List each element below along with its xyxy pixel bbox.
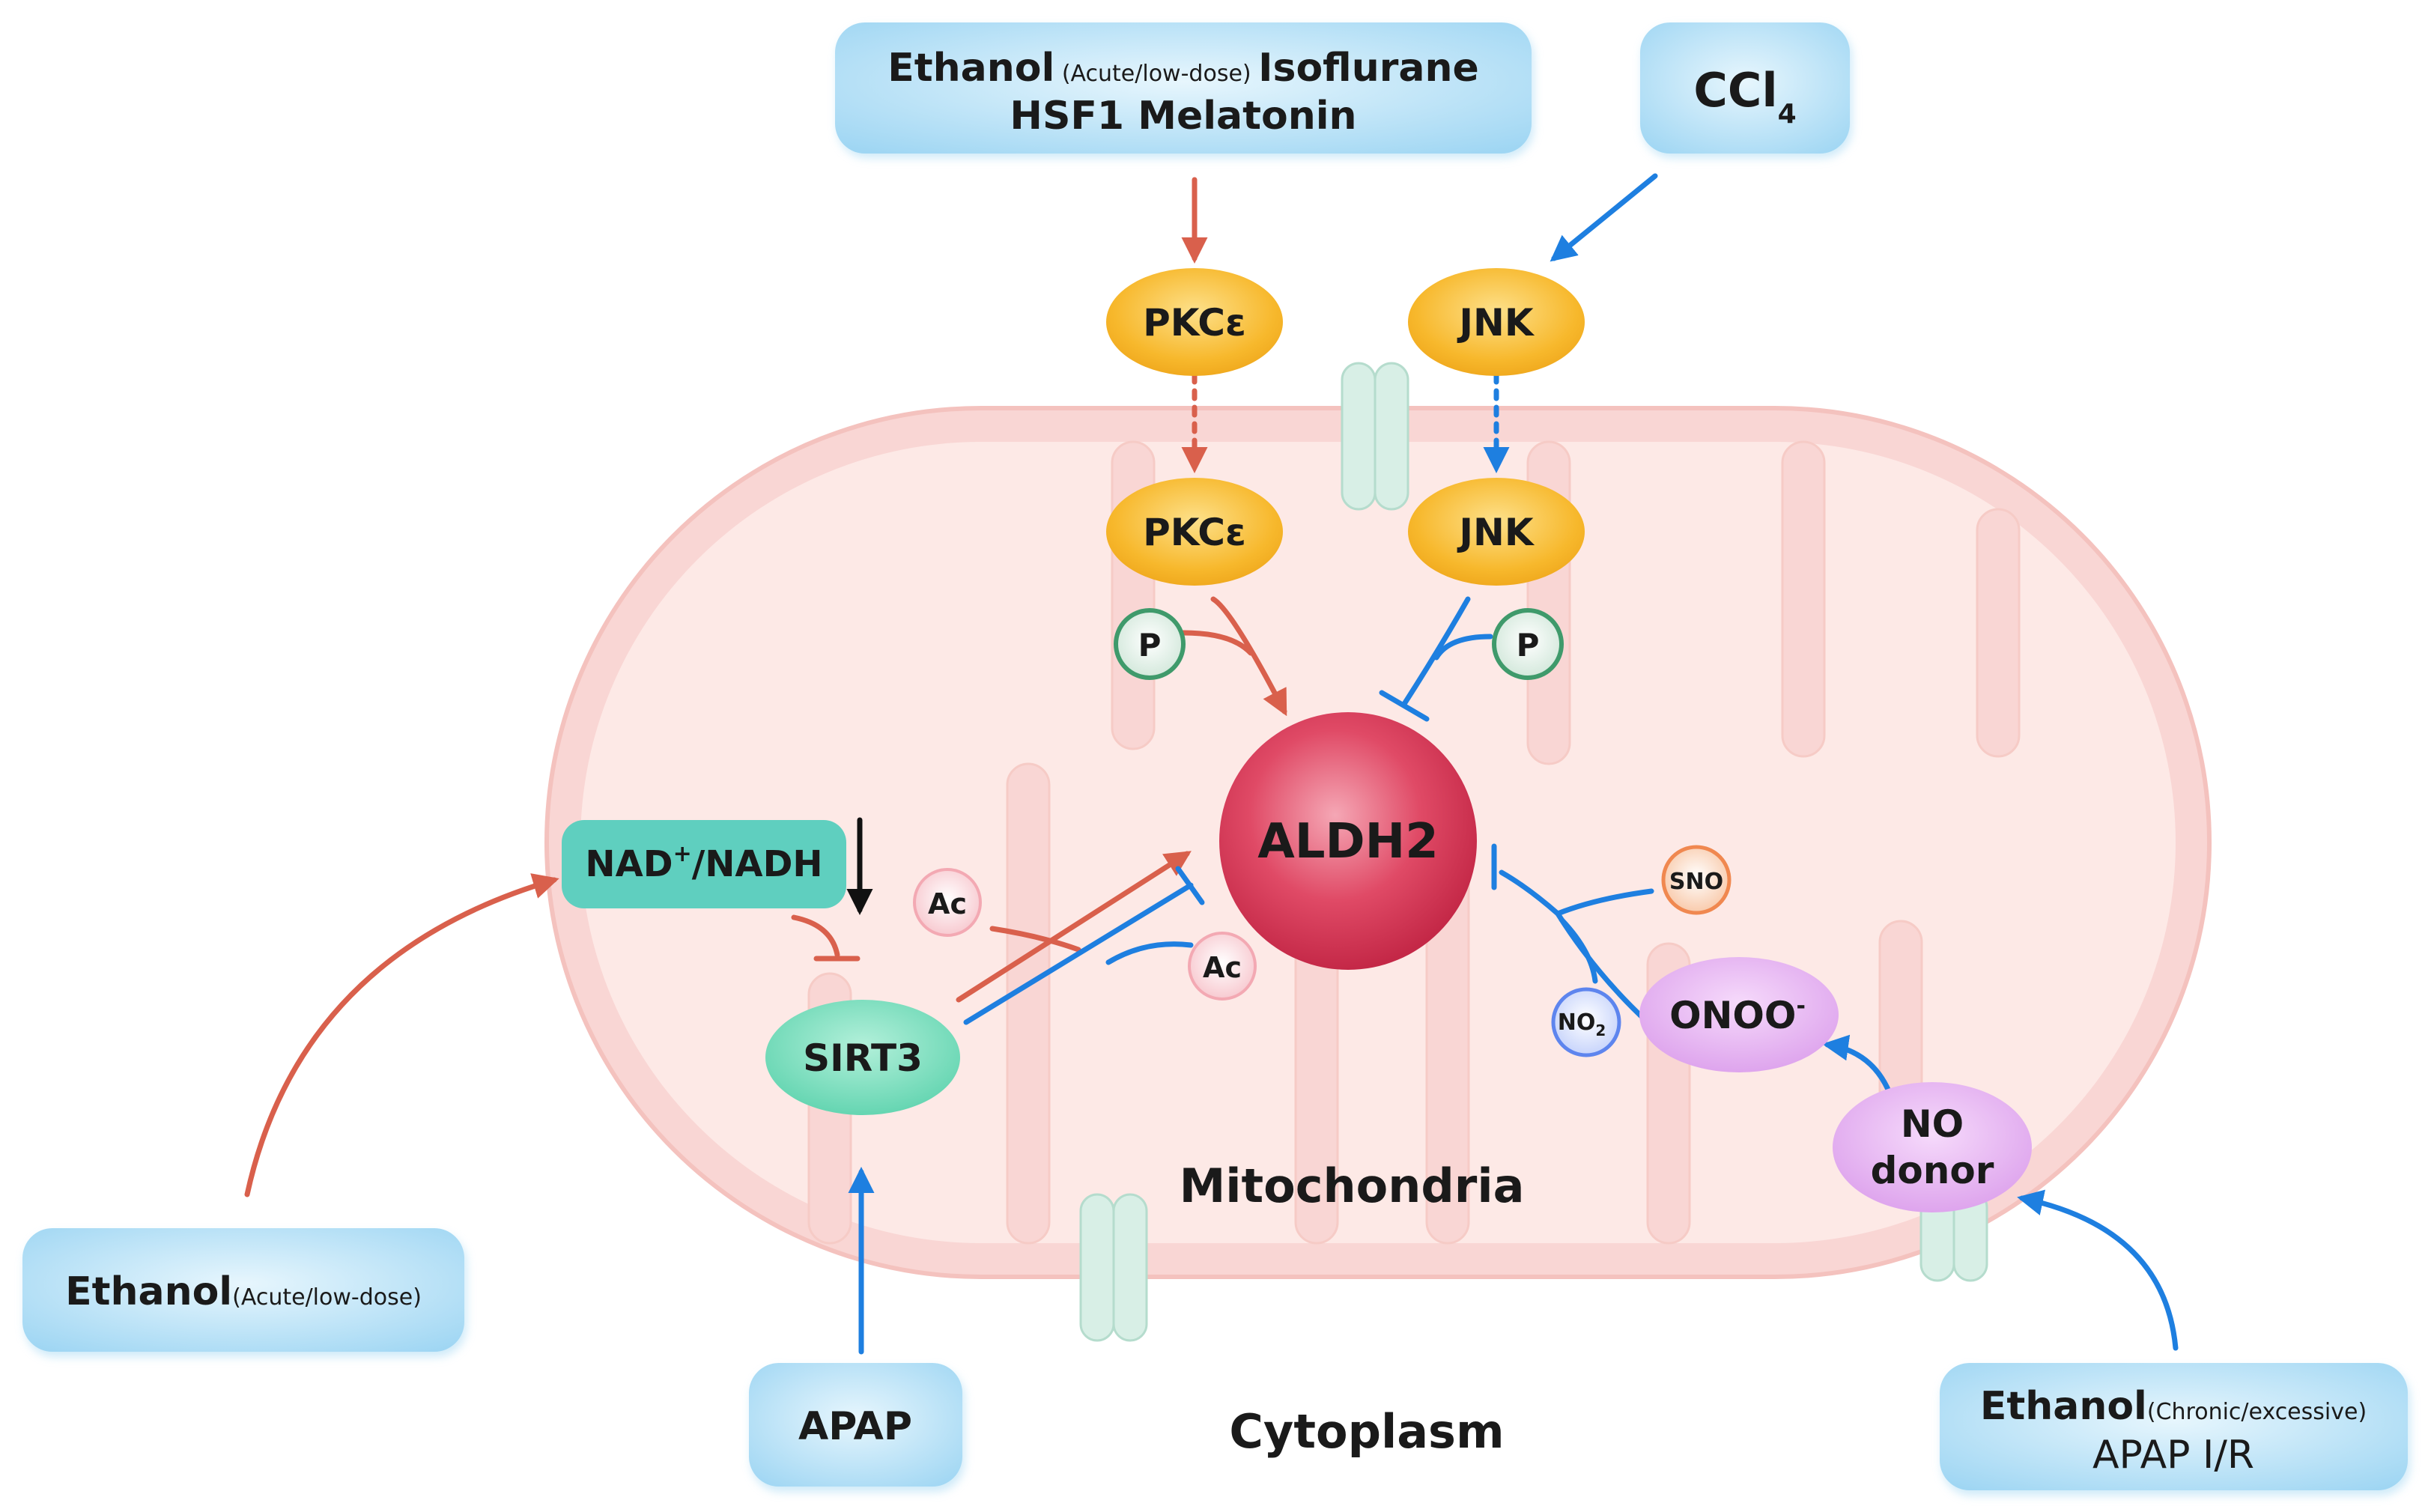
inhibition-jnk-aldh2 [1401, 596, 1471, 707]
inhibition-bar-jnk [1379, 690, 1430, 722]
pkc-cytoplasm: PKCε [1106, 268, 1283, 376]
arrow-ac-branch [989, 926, 1081, 953]
sno-node: SNO [1661, 845, 1732, 915]
svg-text:PKCε: PKCε [1143, 301, 1246, 344]
right-input-box: Ethanol(Chronic/excessive) APAP I/R [1940, 1363, 2410, 1496]
acetyl-top: Ac [913, 868, 982, 937]
arrow-sirt3-activates-aldh2 [956, 851, 1192, 1003]
svg-text:P: P [1138, 627, 1162, 664]
phosphate-right: P [1492, 608, 1564, 680]
no-donor-node: NO donor [1833, 1082, 2032, 1212]
pkc-mitochondria: PKCε [1106, 478, 1283, 586]
membrane-channel-right [1919, 1189, 1988, 1282]
membrane-channel-top [1341, 362, 1409, 511]
svg-text:ALDH2: ALDH2 [1257, 814, 1439, 869]
sirt3-node: SIRT3 [765, 1000, 960, 1115]
svg-text:P: P [1517, 627, 1540, 664]
left-input-box: Ethanol(Acute/low-dose) [22, 1228, 467, 1357]
membrane-channel-bottom [1079, 1193, 1148, 1342]
apap-label: APAP [798, 1404, 912, 1449]
svg-text:donor: donor [1871, 1149, 1994, 1192]
svg-text:NAD+/NADH: NAD+/NADH [585, 841, 822, 885]
arrow-p-to-pkc-branch [1180, 630, 1254, 656]
svg-text:Ac: Ac [928, 887, 967, 920]
arrow-ccl4-to-jnk [1550, 173, 1658, 262]
nad-nadh-box: NAD+/NADH [562, 820, 846, 908]
arrow-pkc-activates-aldh2 [1210, 596, 1287, 717]
svg-text:JNK: JNK [1457, 301, 1535, 344]
cytoplasm-label: Cytoplasm [1229, 1404, 1504, 1459]
right-box-line1: Ethanol(Chronic/excessive) [1980, 1384, 2367, 1429]
inhibition-no2-branch [1559, 917, 1598, 984]
svg-text:NO2: NO2 [1558, 1009, 1606, 1039]
jnk-mitochondria: JNK [1408, 478, 1585, 586]
inhibition-sno-branch [1555, 888, 1654, 917]
bottom-input-box: APAP [749, 1363, 965, 1492]
aldh2-node: ALDH2 [1219, 712, 1477, 970]
svg-text:PKCε: PKCε [1143, 511, 1246, 554]
inhibition-p-jnk-branch [1433, 634, 1493, 661]
top-left-box-line1: Ethanol (Acute/low-dose) Isoflurane [887, 46, 1479, 91]
arrow-ethanol-to-nad [244, 873, 559, 1197]
left-box-label: Ethanol(Acute/low-dose) [65, 1269, 422, 1314]
svg-text:JNK: JNK [1457, 511, 1535, 554]
phosphate-left: P [1114, 608, 1186, 680]
inhibition-nad-sirt3 [791, 914, 840, 958]
ccl4-label: CCl4 [1693, 63, 1796, 130]
jnk-cytoplasm: JNK [1408, 268, 1585, 376]
svg-text:Ac: Ac [1203, 951, 1242, 984]
svg-text:NO: NO [1901, 1102, 1964, 1146]
svg-text:SIRT3: SIRT3 [803, 1036, 923, 1080]
top-left-box-line2: HSF1 Melatonin [1010, 94, 1356, 139]
svg-text:SNO: SNO [1669, 869, 1723, 895]
inhibition-bar-sirt3 [1175, 866, 1205, 905]
no2-node: NO2 [1551, 987, 1621, 1057]
arrow-ethanol-chronic-to-nodonor [2017, 1189, 2179, 1351]
top-left-input-box: Ethanol (Acute/low-dose) Isoflurane HSF1… [835, 22, 1534, 158]
inhibition-sirt3-aldh2 [963, 882, 1194, 1025]
top-right-input-box: CCl4 [1640, 22, 1852, 158]
right-box-line2: APAP I/R [2092, 1433, 2254, 1478]
onoo-node: ONOO- [1639, 957, 1839, 1072]
inhibition-ac-branch [1105, 941, 1194, 965]
mitochondria-label: Mitochondria [1180, 1159, 1525, 1213]
svg-text:ONOO-: ONOO- [1669, 993, 1806, 1037]
acetyl-bottom: Ac [1188, 932, 1257, 1001]
